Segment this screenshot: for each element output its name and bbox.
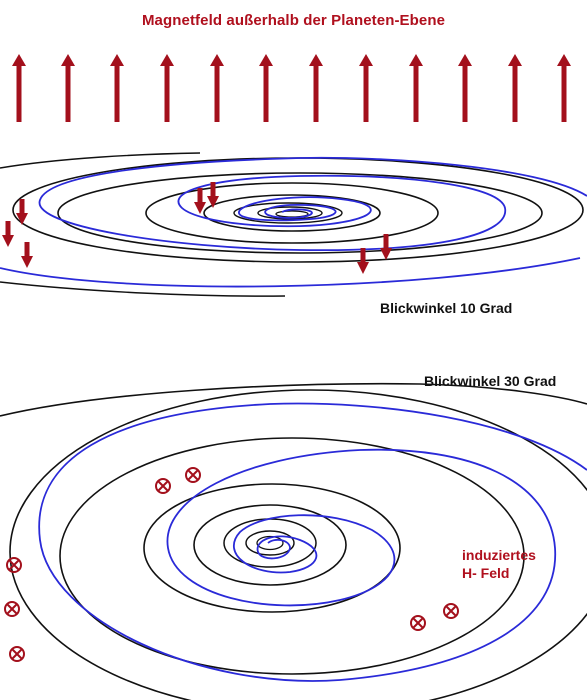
orbit-ellipse: [59, 437, 525, 675]
induced-field-label: induziertes H- Feld: [462, 546, 536, 582]
upward-field-arrow-icon: [160, 54, 174, 122]
upward-field-arrow-icon: [508, 54, 522, 122]
circled-cross-icon: [443, 603, 459, 619]
orbit-ellipse: [145, 182, 439, 244]
outer-orbit-arc: [0, 152, 201, 169]
downward-field-arrow-icon: [21, 242, 33, 268]
upward-field-arrow-icon: [309, 54, 323, 122]
outer-orbit-arc: [0, 382, 587, 417]
upward-field-arrow-icon: [259, 54, 273, 122]
orbit-ellipse: [233, 202, 343, 224]
orbit-ellipse: [256, 535, 284, 551]
upward-field-arrow-icon: [458, 54, 472, 122]
upward-field-arrow-icon: [409, 54, 423, 122]
circled-cross-icon: [155, 478, 171, 494]
outer-orbit-arc: [0, 281, 286, 297]
upward-field-arrows: [12, 54, 571, 122]
downward-field-arrow-icon: [2, 221, 14, 247]
downward-field-arrows: [2, 182, 392, 274]
circled-cross-icon: [410, 615, 426, 631]
upward-field-arrow-icon: [110, 54, 124, 122]
orbit-ellipse: [257, 206, 323, 220]
orbit-ellipse: [9, 389, 587, 700]
blue-spiral-path: [38, 402, 587, 682]
orbit-ellipse: [245, 530, 295, 556]
orbit-ellipse: [143, 483, 401, 613]
upward-field-arrow-icon: [359, 54, 373, 122]
downward-field-arrow-icon: [16, 199, 28, 225]
orbits-view-10-degrees: [0, 152, 587, 297]
circled-cross-icon: [6, 557, 22, 573]
upward-field-arrow-icon: [557, 54, 571, 122]
upward-field-arrow-icon: [12, 54, 26, 122]
circled-cross-icon: [185, 467, 201, 483]
orbit-ellipse: [193, 504, 347, 586]
downward-field-arrow-icon: [380, 234, 392, 260]
orbit-ellipse: [203, 194, 381, 232]
view-10-degree-caption: Blickwinkel 10 Grad: [380, 300, 513, 316]
diagram-title: Magnetfeld außerhalb der Planeten-Ebene: [141, 12, 446, 29]
circled-cross-markers: [4, 467, 459, 662]
induced-field-label-line1: induziertes: [462, 547, 536, 563]
induced-field-label-line2: H- Feld: [462, 565, 510, 581]
view-30-degree-caption: Blickwinkel 30 Grad: [424, 373, 557, 389]
upward-field-arrow-icon: [210, 54, 224, 122]
circled-cross-icon: [4, 601, 20, 617]
upward-field-arrow-icon: [61, 54, 75, 122]
orbit-ellipse: [223, 518, 317, 568]
orbits-view-30-degrees: [0, 382, 587, 700]
blue-spiral-path: [0, 156, 587, 288]
orbit-ellipse: [57, 172, 543, 254]
circled-cross-icon: [9, 646, 25, 662]
